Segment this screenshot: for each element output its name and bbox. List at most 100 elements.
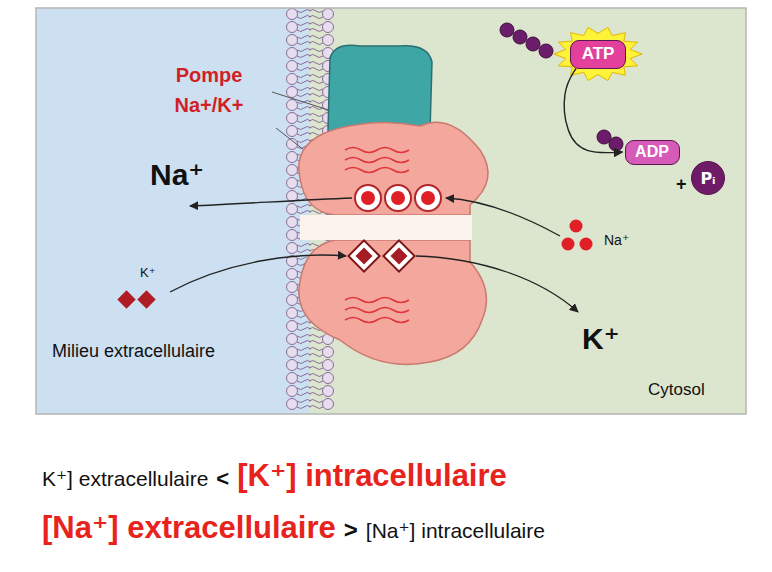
lipid-head [287, 334, 298, 345]
lipid-tail [309, 10, 323, 13]
potassium-flow-in [170, 255, 346, 292]
lipid-head [287, 35, 298, 46]
lipid-head [287, 269, 298, 280]
inequality-row: K⁺] extracellulaire < [K⁺] intracellulaire [42, 458, 507, 494]
lipid-head [287, 347, 298, 358]
phosphate-circle: Pᵢ [691, 161, 725, 195]
node-text: ATP [582, 44, 615, 64]
lipid-tail [309, 400, 323, 403]
lipid-tail [297, 361, 311, 364]
lipid-tail [297, 367, 311, 370]
node-text: Pᵢ [700, 169, 715, 188]
lipid-head [323, 22, 334, 33]
lipid-tail [297, 205, 311, 208]
pump-channel [300, 215, 472, 240]
lipid-head [323, 35, 334, 46]
lipid-tail [309, 387, 323, 390]
region-label: Cytosol [648, 380, 705, 400]
lipid-tail [309, 101, 323, 104]
lipid-head [287, 126, 298, 137]
lipid-tail [297, 81, 311, 84]
lipid-tail [309, 88, 323, 91]
lipid-head [287, 48, 298, 59]
sodium-flow-out [190, 198, 352, 206]
lipid-head [287, 87, 298, 98]
lipid-head [323, 347, 334, 358]
lipid-tail [297, 341, 311, 344]
region-label: Milieu extracellulaire [52, 338, 232, 364]
node-text: ADP [635, 143, 669, 161]
ion-label: Na⁺ [604, 232, 629, 248]
lipid-head [287, 217, 298, 228]
sodium-flow-in [446, 198, 560, 236]
lipid-head [287, 230, 298, 241]
lipid-tail [297, 380, 311, 383]
lipid-head [287, 9, 298, 20]
comparison-sign: < [216, 466, 229, 491]
lipid-head [323, 9, 334, 20]
lipid-tail [297, 75, 311, 78]
pump-upper-lobe [299, 122, 488, 215]
lipid-tail [309, 94, 323, 97]
lipid-tail [297, 354, 311, 357]
reaction-arrow [564, 69, 622, 153]
lipid-head [287, 74, 298, 85]
potassium-flow-out [416, 256, 578, 312]
lipid-tail [309, 42, 323, 45]
lipid-head [287, 373, 298, 384]
plus-sign: + [676, 174, 687, 195]
lipid-head [287, 243, 298, 254]
lipid-head [287, 165, 298, 176]
sodium-ions [562, 220, 593, 251]
lipid-tail [309, 335, 323, 338]
potassium-sites [348, 240, 414, 271]
lipid-tail [309, 406, 323, 409]
lipid-tail [297, 328, 311, 331]
lipid-tail [297, 406, 311, 409]
lipid-head [287, 321, 298, 332]
lipid-tail [309, 374, 323, 377]
lipid-head [287, 360, 298, 371]
leader-line [276, 128, 304, 150]
lipid-tail [297, 120, 311, 123]
lipid-tail [297, 94, 311, 97]
lipid-tail [297, 400, 311, 403]
concentration-term: K⁺] extracellulaire [42, 467, 208, 491]
lipid-tail [297, 387, 311, 390]
lipid-head [287, 282, 298, 293]
lipid-tail [309, 29, 323, 32]
lipid-tail [297, 10, 311, 13]
lipid-tail [297, 36, 311, 39]
lipid-tail [297, 23, 311, 26]
atp-badge: ATP [570, 40, 626, 69]
lipid-tail [297, 16, 311, 19]
lipid-tail [309, 23, 323, 26]
lipid-tail [297, 140, 311, 143]
lipid-head [287, 204, 298, 215]
concentration-term: [K⁺] intracellulaire [237, 458, 507, 494]
lipid-head [287, 295, 298, 306]
lipid-tail [309, 75, 323, 78]
lipid-head [323, 373, 334, 384]
pump-waves [345, 148, 409, 323]
lipid-head [287, 399, 298, 410]
concentration-term: [Na⁺] extracellulaire [42, 510, 336, 546]
inequality-row: [Na⁺] extracellulaire>[Na⁺] intracellula… [42, 510, 545, 546]
lipid-tail [297, 244, 311, 247]
leader-line [272, 92, 335, 112]
lipid-head [323, 399, 334, 410]
panel-border [36, 8, 746, 414]
lipid-tail [309, 62, 323, 65]
lipid-tail [297, 62, 311, 65]
extracellular-ground [36, 8, 310, 414]
lipid-tail [309, 380, 323, 383]
lipid-head [287, 61, 298, 72]
lipid-tail [297, 68, 311, 71]
lipid-head [287, 191, 298, 202]
lipid-tail [297, 42, 311, 45]
ion-label: K⁺ [140, 266, 156, 281]
lipid-tail [297, 211, 311, 214]
lipid-tail [309, 114, 323, 117]
potassium-ions [117, 290, 155, 308]
comparison-sign: > [344, 516, 358, 544]
